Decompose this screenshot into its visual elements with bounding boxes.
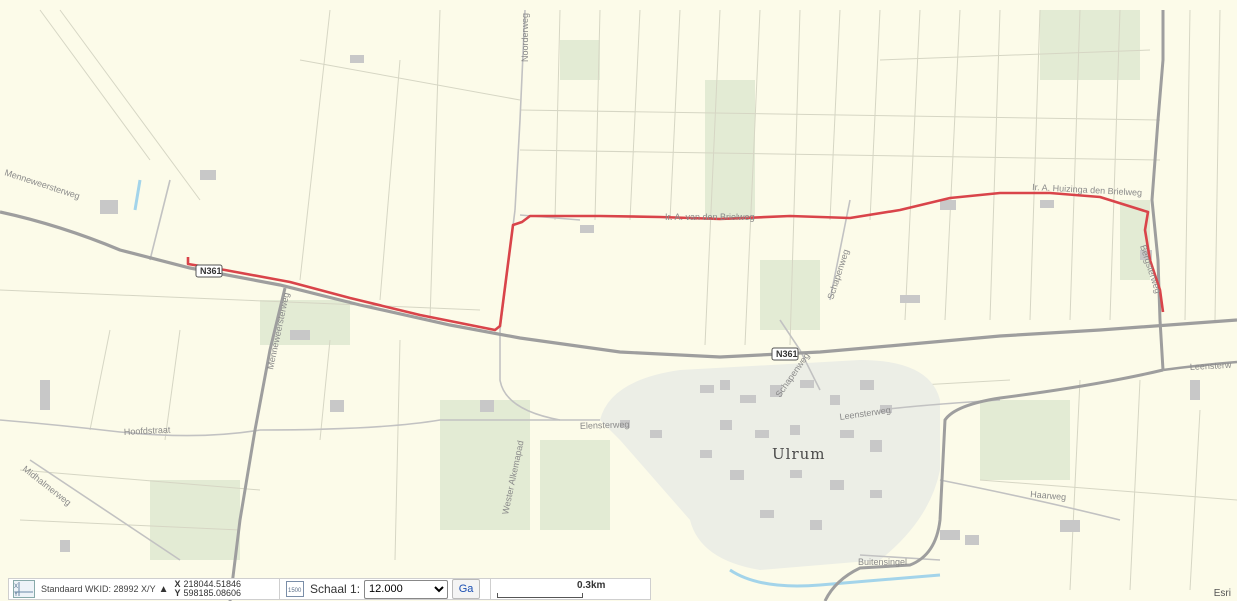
road-east-vertical — [1150, 10, 1165, 371]
svg-text:N361: N361 — [776, 349, 798, 359]
svg-text:N361: N361 — [200, 266, 222, 276]
scale-bar: 0.3km — [491, 578, 652, 600]
label-haarweg: Haarweg — [1030, 489, 1067, 502]
water-features — [133, 179, 941, 588]
scale-1500-icon[interactable]: 1500 — [286, 581, 304, 597]
road-leensterweg — [823, 368, 1164, 601]
label-buitensingel: Buitensingel — [858, 557, 907, 567]
svg-text:1500: 1500 — [288, 588, 302, 594]
scale-panel: 1500 Schaal 1: 12.000 Ga — [280, 578, 492, 600]
label-hoofdstraat: Hoofdstraat — [124, 425, 171, 437]
svg-text:Y: Y — [14, 592, 18, 598]
crs-label: Standaard WKID: 28992 X/Y — [41, 584, 156, 594]
label-noorderweg: Noorderweg — [520, 13, 530, 62]
label-elensterweg: Elensterweg — [580, 419, 630, 431]
green-areas — [150, 10, 1150, 560]
schaal-label: Schaal 1: — [310, 582, 361, 596]
route-shield-n361-west: N361 — [195, 264, 223, 278]
label-leensterweg-east: Leensterw — [1190, 360, 1232, 372]
scale-bar-line — [497, 593, 584, 598]
scale-bar-label: 0.3km — [577, 580, 606, 591]
crs-xy-icon[interactable]: X Y — [13, 580, 35, 598]
route-shield-n361-mid: N361 — [771, 347, 799, 361]
crs-toggle-arrow[interactable]: ▲ — [158, 583, 169, 595]
schaal-select[interactable]: 12.000 — [364, 579, 449, 599]
label-route-mid: Ir. A. van den Brielweg — [665, 212, 755, 222]
route-line[interactable] — [186, 191, 1165, 332]
town-label-ulrum: Ulrum — [772, 445, 826, 463]
map-attribution: Esri — [1213, 588, 1231, 599]
road-menneweersterweg — [228, 287, 287, 601]
town-built-area — [40, 55, 1200, 570]
ga-button[interactable]: Ga — [452, 579, 481, 599]
svg-text:X: X — [14, 584, 18, 590]
